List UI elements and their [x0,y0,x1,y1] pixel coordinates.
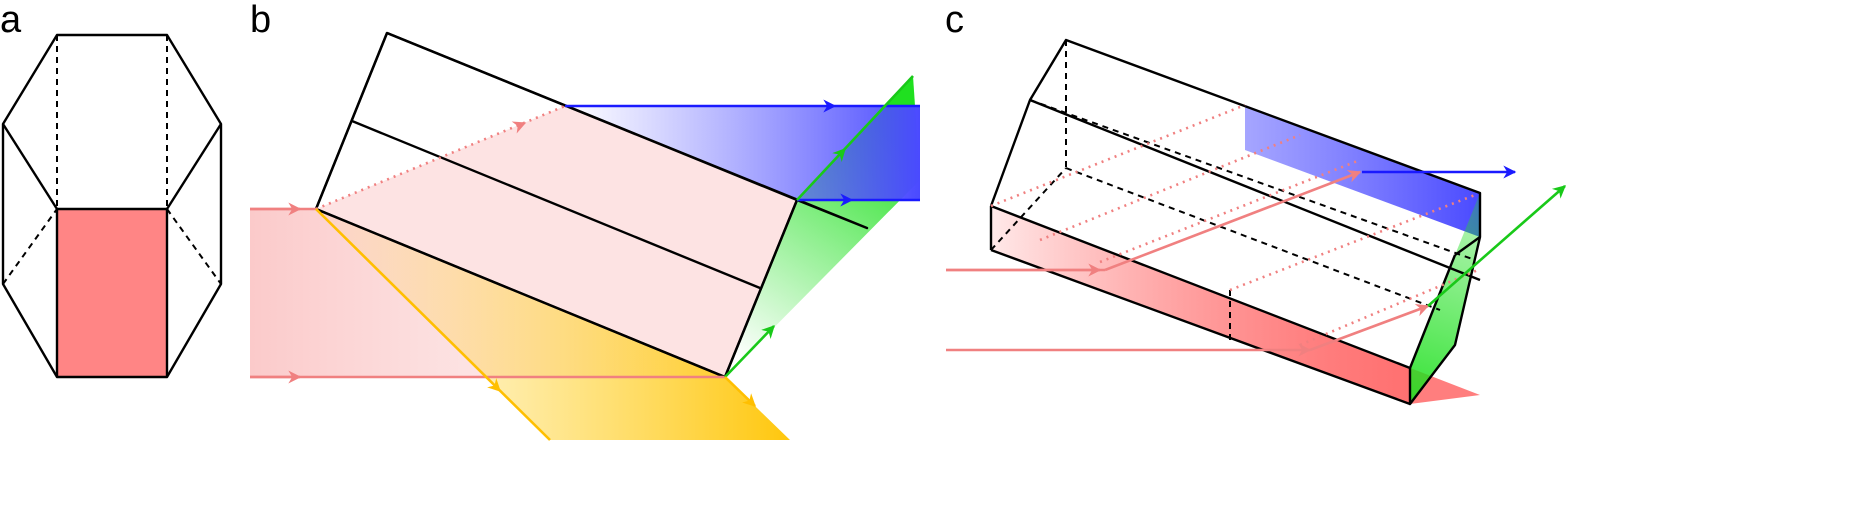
refracted-ray-upper [1104,170,1362,272]
green-side-face [1410,193,1480,404]
hexagonal-prism-front-face [57,209,167,377]
panel-c: c [945,0,1566,406]
yellow-ray-right [724,376,756,407]
panel-a: a [0,0,223,379]
reflected-yellow-band [316,209,790,440]
green-ray-top [796,75,914,201]
blue-exit-band [565,106,920,200]
green-exit-ray [1427,185,1566,307]
refracted-ray-lower [1309,303,1430,352]
panel-a-label: a [0,0,22,41]
hexagonal-prism-outline [1,33,223,379]
panel-c-label: c [945,0,964,41]
dotted-ray-3 [1099,158,1361,264]
dotted-ray-1 [990,103,1246,208]
green-ray-bottom [724,325,775,378]
dotted-ray-2 [1039,133,1301,242]
panel-b: b [250,0,920,441]
yellow-ray-left [315,208,551,441]
crystal-slab-outline [314,31,869,379]
panel-b-rays [250,75,920,441]
panel-c-outline [989,38,1482,406]
hexagonal-prism-hidden-edges [2,35,222,285]
panel-c-rays [946,103,1566,357]
dotted-ray-4 [1229,193,1476,292]
internal-beam-band [316,106,797,377]
panel-b-label: b [250,0,271,41]
